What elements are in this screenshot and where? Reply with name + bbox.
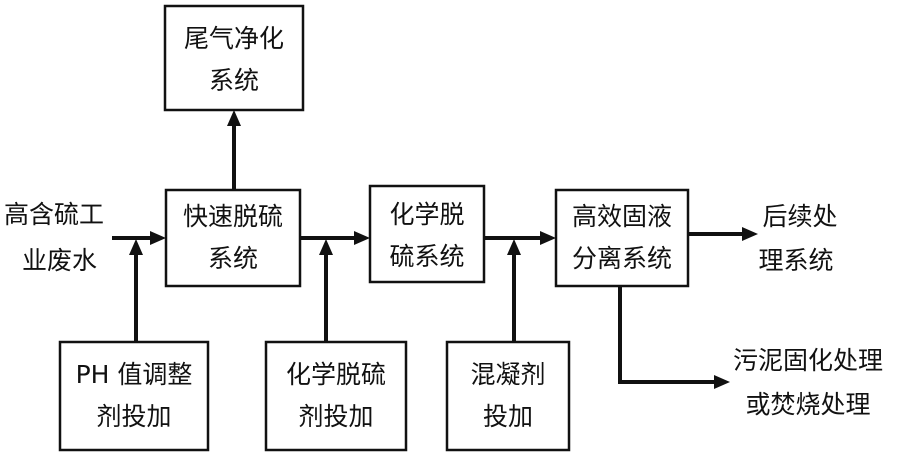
node-sludge: 污泥固化处理 或焚烧处理 bbox=[733, 346, 883, 419]
node-input: 高含硫工 业废水 bbox=[4, 200, 104, 275]
node-chem-dosing-line1: 化学脱硫 bbox=[286, 360, 386, 389]
node-chem-dosing-line2: 剂投加 bbox=[298, 402, 373, 431]
node-input-line1: 高含硫工 bbox=[4, 200, 104, 229]
arrow-solid-liquid-to-sludge bbox=[618, 286, 730, 389]
node-coag-dosing-line1: 混凝剂 bbox=[470, 360, 545, 389]
arrow-ph-dosing-to-flow bbox=[129, 239, 143, 342]
node-solid-liquid-line2: 分离系统 bbox=[572, 244, 672, 273]
node-tail-gas-line2: 系统 bbox=[209, 66, 259, 95]
node-solid-liquid-line1: 高效固液 bbox=[572, 202, 672, 231]
node-fast-desulf-line1: 快速脱硫 bbox=[183, 202, 283, 231]
node-subsequent-line2: 理系统 bbox=[758, 246, 833, 275]
node-tail-gas-line1: 尾气净化 bbox=[184, 24, 284, 53]
arrow-chem-dosing-to-flow bbox=[319, 239, 333, 342]
node-chem-desulf-line2: 硫系统 bbox=[389, 242, 464, 271]
node-ph-dosing-line1: PH 值调整 bbox=[76, 360, 193, 389]
node-sludge-line1: 污泥固化处理 bbox=[733, 346, 883, 375]
node-solid-liquid: 高效固液 分离系统 bbox=[554, 188, 690, 288]
node-sludge-line2: 或焚烧处理 bbox=[745, 390, 870, 419]
node-input-line2: 业废水 bbox=[22, 246, 97, 275]
arrow-input-to-fast-desulf bbox=[112, 231, 166, 245]
arrow-chem-desulf-to-solid-liquid bbox=[484, 231, 556, 245]
node-coag-dosing: 混凝剂 投加 bbox=[445, 340, 571, 452]
arrow-coag-dosing-to-flow bbox=[507, 239, 521, 342]
node-chem-desulf: 化学脱 硫系统 bbox=[368, 184, 486, 284]
node-coag-dosing-line2: 投加 bbox=[483, 402, 533, 431]
node-tail-gas: 尾气净化 系统 bbox=[163, 4, 305, 112]
node-ph-dosing: PH 值调整 剂投加 bbox=[58, 340, 210, 452]
arrow-fast-desulf-to-chem-desulf bbox=[300, 231, 370, 245]
node-chem-dosing: 化学脱硫 剂投加 bbox=[264, 340, 408, 452]
connectors bbox=[112, 110, 758, 389]
node-subsequent-line1: 后续处 bbox=[762, 202, 837, 231]
node-chem-desulf-line1: 化学脱 bbox=[389, 200, 464, 229]
node-fast-desulf-line2: 系统 bbox=[208, 244, 258, 273]
arrow-solid-liquid-to-subsequent bbox=[688, 227, 758, 241]
node-ph-dosing-line2: 剂投加 bbox=[96, 402, 171, 431]
arrow-fast-desulf-to-tail-gas bbox=[227, 110, 241, 190]
node-subsequent: 后续处 理系统 bbox=[758, 202, 837, 275]
node-fast-desulf: 快速脱硫 系统 bbox=[164, 188, 302, 288]
